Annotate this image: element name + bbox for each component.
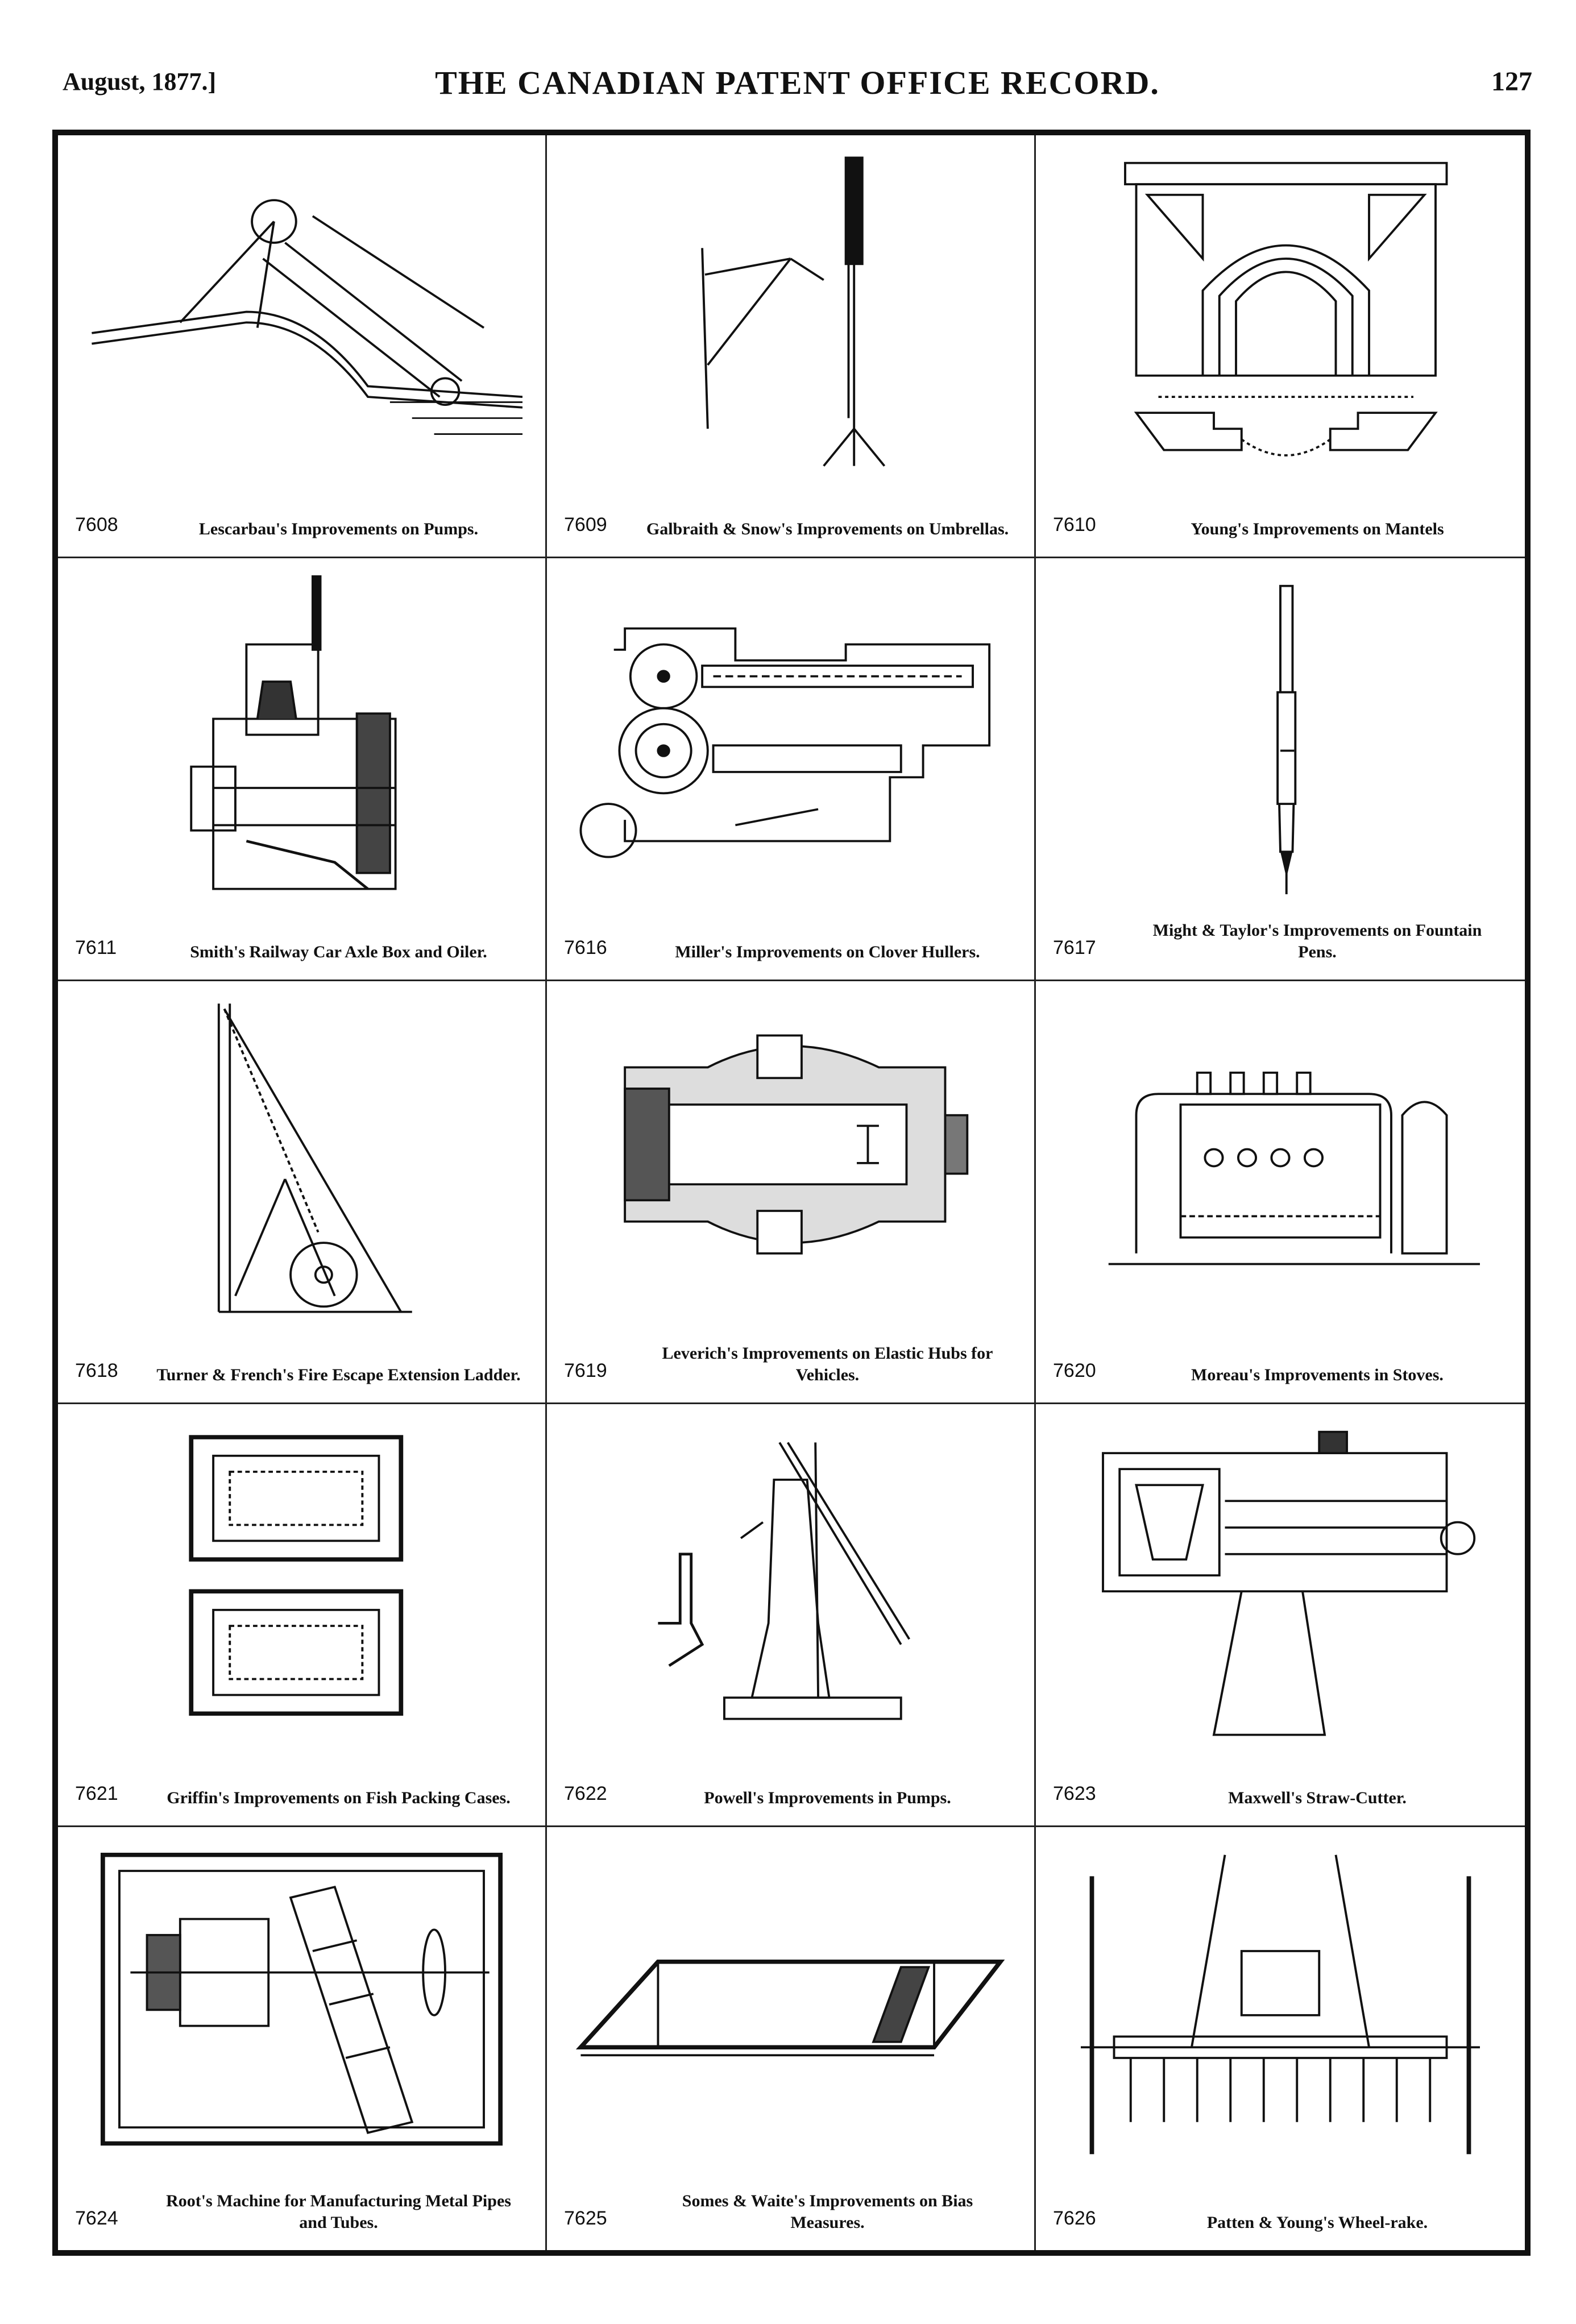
patent-number: 7622 — [564, 1783, 607, 1804]
patent-entry: 7626 Patten & Young's Wheel-rake. — [1036, 1827, 1525, 2250]
mantel-drawing-icon — [1059, 152, 1502, 471]
umbrella-drawing-icon — [570, 152, 1011, 471]
patent-entry: 7619 Leverich's Improvements on Elastic … — [547, 981, 1036, 1404]
patent-number: 7625 — [564, 2207, 607, 2229]
patent-number: 7618 — [75, 1360, 118, 1381]
patent-caption: Miller's Improvements on Clover Hullers. — [675, 942, 980, 961]
patent-caption: Powell's Improvements in Pumps. — [704, 1788, 951, 1807]
patent-number: 7620 — [1053, 1360, 1096, 1381]
patent-caption: Somes & Waite's Improvements on Bias Mea… — [682, 2192, 973, 2232]
page-number: 127 — [1491, 67, 1532, 97]
patent-caption: Moreau's Improvements in Stoves. — [1191, 1365, 1444, 1384]
pump-ladder-drawing-icon — [81, 152, 523, 471]
issue-date: August, 1877.] — [63, 68, 217, 96]
patent-entry: 7611 Smith's Railway Car Axle Box and Oi… — [58, 558, 547, 981]
patent-entry: 7610 Young's Improvements on Mantels — [1036, 135, 1525, 558]
wheel-rake-drawing-icon — [1059, 1844, 1502, 2165]
patent-caption: Might & Taylor's Improvements on Fountai… — [1152, 921, 1482, 961]
fire-escape-ladder-drawing-icon — [81, 998, 522, 1317]
fountain-pen-drawing-icon — [1059, 575, 1502, 894]
patent-number: 7611 — [75, 937, 117, 958]
patent-caption: Smith's Railway Car Axle Box and Oiler. — [190, 942, 487, 961]
hand-pump-drawing-icon — [570, 1421, 1011, 1740]
patent-caption: Leverich's Improvements on Elastic Hubs … — [662, 1344, 993, 1384]
patent-entry: 7618 Turner & French's Fire Escape Exten… — [58, 981, 547, 1404]
clover-huller-drawing-icon — [570, 575, 1011, 894]
patent-caption: Galbraith & Snow's Improvements on Umbre… — [646, 519, 1009, 538]
patent-entry: 7616 Miller's Improvements on Clover Hul… — [547, 558, 1036, 981]
patent-entry: 7621 Griffin's Improvements on Fish Pack… — [58, 1404, 547, 1827]
page-header: August, 1877.] THE CANADIAN PATENT OFFIC… — [63, 64, 1532, 115]
patent-entry: 7622 Powell's Improvements in Pumps. — [547, 1404, 1036, 1827]
patent-figure-grid: 7608 Lescarbau's Improvements on Pumps. — [52, 130, 1531, 2256]
patent-caption: Young's Improvements on Mantels — [1191, 519, 1444, 538]
patent-number: 7616 — [564, 937, 607, 958]
publication-title: THE CANADIAN PATENT OFFICE RECORD. — [435, 64, 1160, 101]
packing-case-drawing-icon — [81, 1421, 522, 1740]
patent-caption: Lescarbau's Improvements on Pumps. — [198, 519, 479, 538]
bias-measure-drawing-icon — [570, 1844, 1011, 2165]
patent-number: 7626 — [1053, 2207, 1096, 2229]
patent-caption: Turner & French's Fire Escape Extension … — [156, 1365, 521, 1384]
axle-box-drawing-icon — [81, 574, 522, 894]
patent-number: 7624 — [75, 2207, 118, 2229]
patent-number: 7608 — [75, 514, 118, 536]
patent-caption: Griffin's Improvements on Fish Packing C… — [167, 1788, 511, 1807]
patent-number: 7610 — [1053, 514, 1096, 536]
straw-cutter-drawing-icon — [1059, 1421, 1502, 1740]
patent-entry: 7625 Somes & Waite's Improvements on Bia… — [547, 1827, 1036, 2250]
patent-number: 7609 — [564, 514, 607, 536]
pipe-machine-drawing-icon — [81, 1844, 522, 2165]
stove-drawing-icon — [1059, 998, 1502, 1317]
patent-number: 7623 — [1053, 1783, 1096, 1804]
patent-entry: 7617 Might & Taylor's Improvements on Fo… — [1036, 558, 1525, 981]
patent-number: 7621 — [75, 1783, 118, 1804]
patent-caption: Root's Machine for Manufacturing Metal P… — [166, 2192, 511, 2232]
patent-entry: 7624 Root's Machine for Manufacturing Me… — [58, 1827, 547, 2250]
patent-entry: 7609 Galbraith & Snow's Improvements on … — [547, 135, 1036, 558]
patent-entry: 7623 Maxwell's Straw-Cutter. — [1036, 1404, 1525, 1827]
patent-number: 7619 — [564, 1360, 607, 1381]
patent-caption: Patten & Young's Wheel-rake. — [1206, 2213, 1428, 2232]
patent-entry: 7608 Lescarbau's Improvements on Pumps. — [58, 135, 547, 558]
elastic-hub-drawing-icon — [570, 998, 1011, 1317]
patent-number: 7617 — [1053, 937, 1096, 958]
patent-caption: Maxwell's Straw-Cutter. — [1228, 1788, 1407, 1807]
patent-entry: 7620 Moreau's Improvements in Stoves. — [1036, 981, 1525, 1404]
